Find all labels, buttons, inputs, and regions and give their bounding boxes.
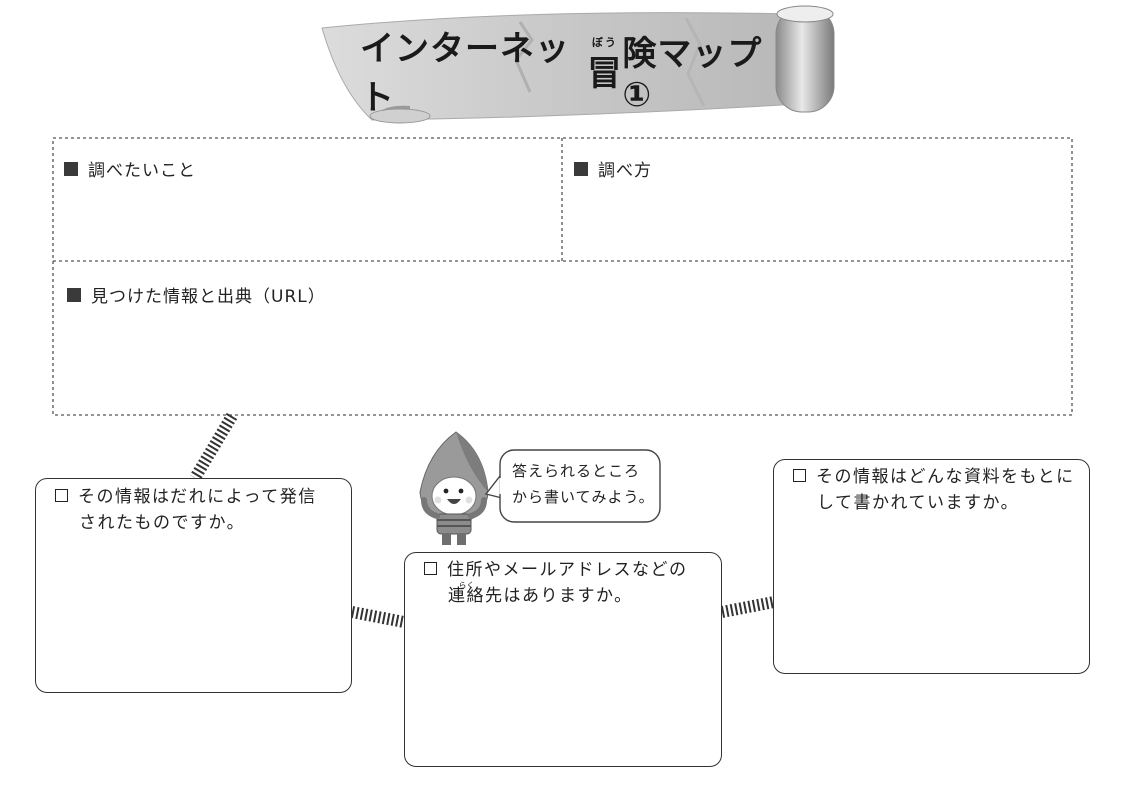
title-ruby-base: 冒: [587, 53, 623, 94]
sender-question-line2: されたものですか。: [79, 513, 246, 533]
checkbox-icon[interactable]: [793, 468, 806, 482]
method-field-label: 調べ方: [574, 156, 652, 181]
speech-line1: 答えられるところ: [512, 462, 641, 480]
source-question-line1: その情報はどんな資料をもとに: [793, 464, 1075, 490]
connector-top: [189, 412, 238, 482]
connector-left: [350, 606, 406, 628]
contact-question-line2-rest: 先はありますか。: [485, 586, 633, 606]
connector-right: [720, 596, 776, 618]
source-question-box[interactable]: [773, 459, 1090, 674]
speech-bubble-text: 答えられるところ から書いてみよう。: [512, 458, 655, 510]
checkbox-icon[interactable]: [55, 488, 68, 502]
method-label-text: 調べ方: [598, 161, 652, 181]
sender-question-line1: その情報はだれによって発信: [55, 484, 317, 510]
square-bullet-icon: [67, 287, 81, 302]
contact-ruby-group: 連絡らく: [448, 581, 485, 609]
page-title: インターネット 冒 ぼう 険マップ①: [360, 29, 780, 118]
contact-ruby-base: 連絡: [448, 586, 485, 606]
mascot-icon: [419, 431, 489, 545]
topic-field-label: 調べたいこと: [64, 156, 196, 181]
dashed-frame: [52, 137, 1073, 416]
sender-question: その情報はだれによって発信 されたものですか。: [55, 484, 317, 536]
scroll-roll: [775, 7, 835, 113]
title-ruby-group: 冒 ぼう: [587, 36, 623, 95]
sender-question-line1-text: その情報はだれによって発信: [78, 487, 317, 507]
found-field-label: 見つけた情報と出典（URL）: [67, 282, 326, 307]
source-question: その情報はどんな資料をもとに して書かれていますか。: [793, 464, 1075, 516]
contact-question-box[interactable]: [404, 552, 722, 767]
sender-question-box[interactable]: [35, 478, 352, 693]
title-text-after: 険マップ①: [622, 33, 763, 115]
title-text-before: インターネット: [360, 29, 570, 118]
topic-label-text: 調べたいこと: [88, 161, 196, 181]
speech-line2: から書いてみよう。: [512, 488, 655, 506]
found-label-text: 見つけた情報と出典（URL）: [91, 287, 326, 307]
contact-ruby-reading: らく: [458, 581, 475, 590]
contact-question-line1-text: 住所やメールアドレスなどの: [447, 560, 688, 580]
square-bullet-icon: [574, 161, 588, 176]
contact-question-line1: 住所やメールアドレスなどの: [424, 557, 688, 583]
checkbox-icon[interactable]: [424, 561, 437, 575]
source-question-line2: して書かれていますか。: [817, 493, 1020, 513]
contact-question-line2: 連絡らく先はありますか。: [424, 581, 688, 609]
contact-question: 住所やメールアドレスなどの 連絡らく先はありますか。: [424, 557, 688, 609]
square-bullet-icon: [64, 161, 78, 176]
title-ruby-reading: ぼう: [591, 35, 618, 49]
source-question-line1-text: その情報はどんな資料をもとに: [816, 467, 1075, 487]
